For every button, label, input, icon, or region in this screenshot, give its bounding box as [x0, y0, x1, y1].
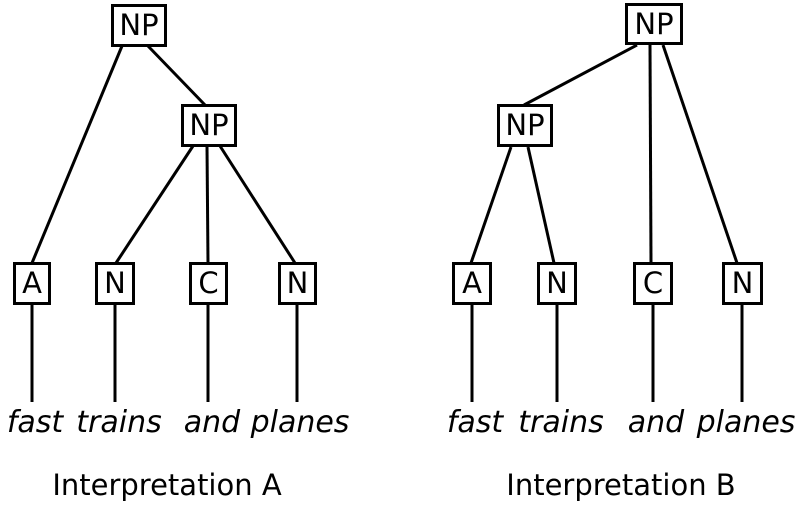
edge-b-root-to-C: [648, 44, 653, 264]
tree-b-inner-np-node: NP: [497, 104, 553, 147]
edge-a-inner-to-N1: [114, 145, 195, 264]
edge-a-root-to-A: [30, 45, 124, 264]
tree-a-word-fast: fast: [6, 405, 64, 440]
tree-a-word-trains: trains: [76, 405, 162, 440]
edge-a-root-to-innerNP: [146, 44, 207, 107]
tree-a-leaf-conjunction-node: C: [189, 262, 228, 305]
tree-b-word-fast: fast: [446, 405, 504, 440]
tree-a-leaf-adjective-node: A: [13, 262, 51, 305]
tree-a-root-np-node: NP: [111, 4, 167, 47]
tree-b-word-and: and: [627, 405, 685, 440]
tree-b-leaf-conjunction-node: C: [633, 262, 673, 305]
tree-b-root-np-node: NP: [625, 3, 683, 45]
tree-b-leaf-adjective-node: A: [452, 262, 492, 305]
edge-b-inner-to-N1: [526, 146, 556, 264]
tree-a-caption: Interpretation A: [52, 468, 282, 502]
tree-b-caption: Interpretation B: [506, 468, 736, 502]
tree-b-word-trains: trains: [518, 405, 604, 440]
tree-a-inner-np-node: NP: [181, 104, 237, 147]
edge-b-root-to-N2: [661, 44, 739, 264]
tree-a-leaf-noun1-node: N: [95, 262, 135, 305]
tree-a-word-and: and: [183, 405, 241, 440]
tree-b-leaf-noun1-node: N: [537, 262, 577, 305]
edge-b-inner-to-A: [469, 146, 513, 264]
tree-a-leaf-noun2-node: N: [278, 262, 317, 305]
edge-a-inner-to-C: [205, 145, 210, 264]
tree-b-word-planes: planes: [696, 405, 796, 440]
tree-a-word-planes: planes: [250, 405, 350, 440]
edge-b-root-to-innerNP: [523, 43, 638, 107]
edge-a-inner-to-N2: [218, 145, 297, 264]
tree-b-leaf-noun2-node: N: [722, 262, 763, 305]
